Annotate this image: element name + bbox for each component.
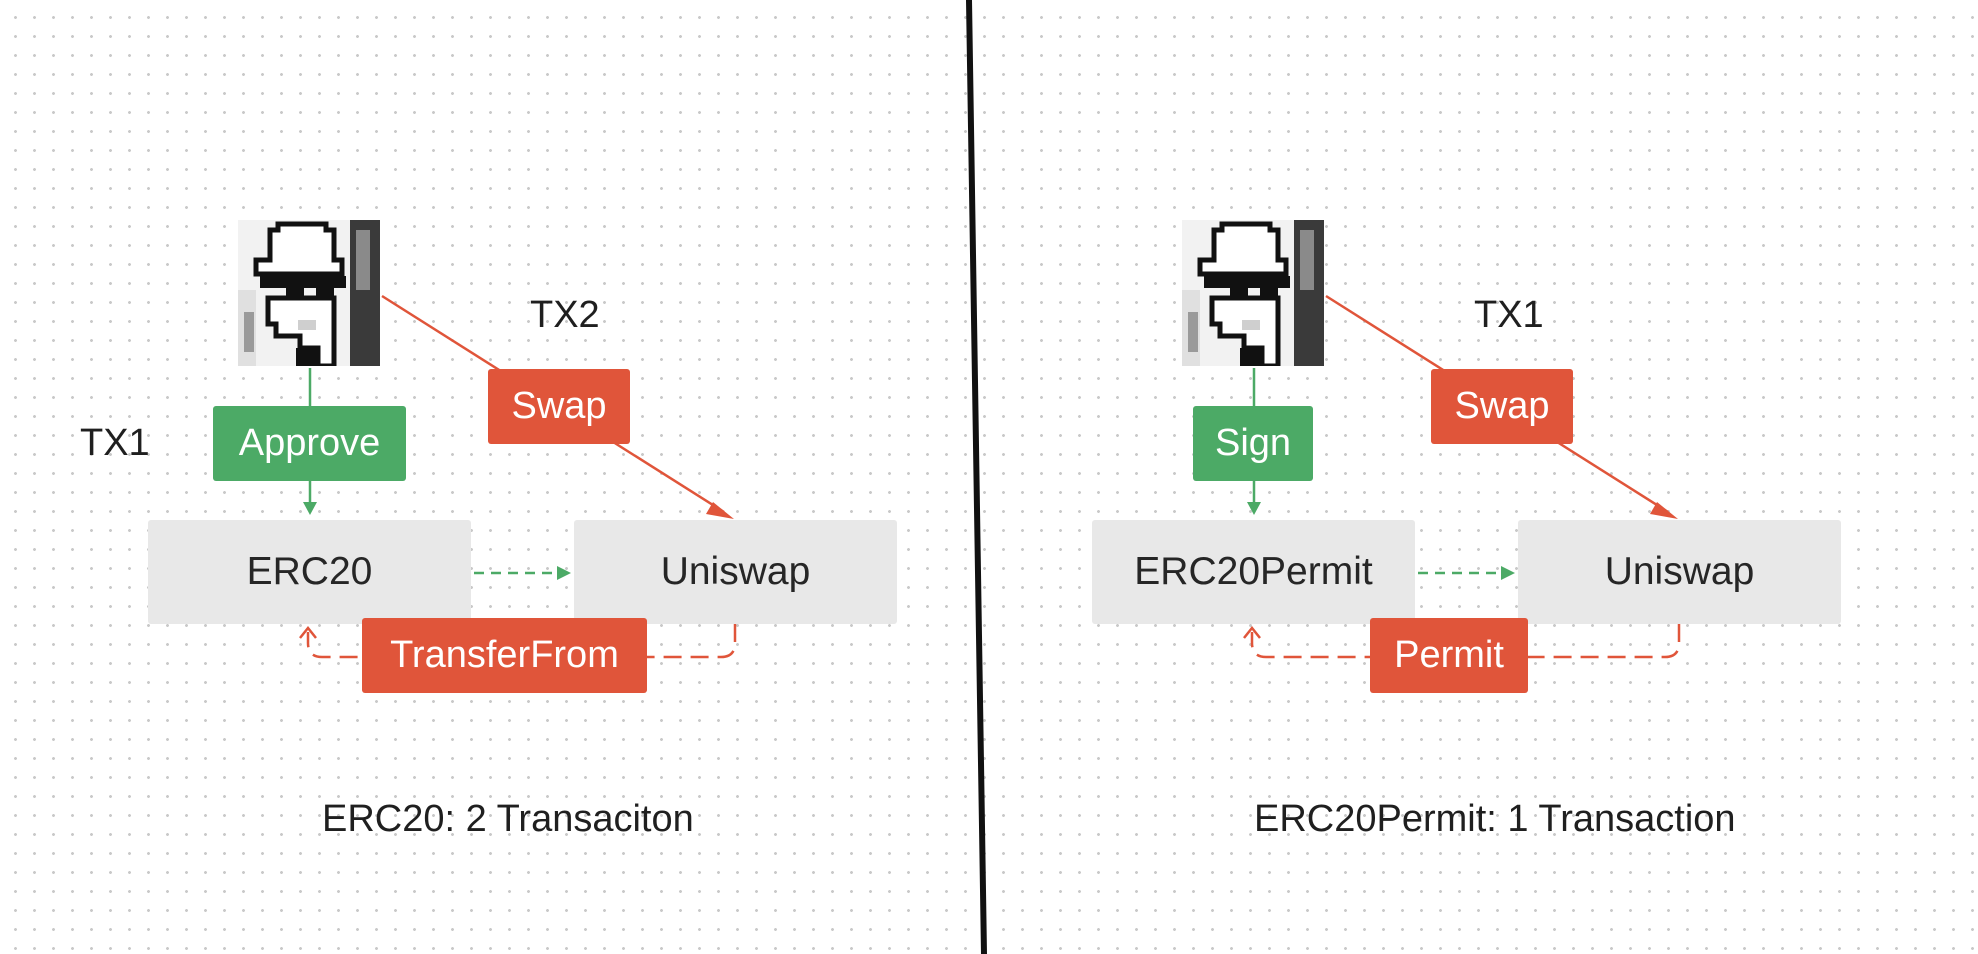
tx-side-label: TX1 [80,422,150,464]
right-caption: ERC20Permit: 1 Transaction [1254,798,1736,840]
swap-tag: Swap [488,369,630,444]
transferfrom-arrowhead [299,625,317,639]
swap-arrowhead [706,502,734,519]
pixel-avatar-icon [238,220,380,366]
tx-top-label: TX2 [530,294,600,336]
token-transfer-arrowhead [1501,566,1515,580]
tx-top-label: TX1 [1474,294,1544,336]
user-avatar [1182,220,1324,366]
erc20permit-diagram: TX1 Sign Swap ERC20Permit Uniswap Permit… [940,0,1920,954]
permit-arrowhead [1243,625,1261,639]
sign-arrowhead [1247,502,1261,515]
erc20permit-node: ERC20Permit [1092,520,1415,624]
pixel-avatar-icon [1182,220,1324,366]
uniswap-node: Uniswap [574,520,897,624]
token-transfer-arrowhead [557,566,571,580]
approve-arrowhead [303,502,317,515]
approve-tag: Approve [213,406,406,481]
sign-tag: Sign [1193,406,1313,481]
permit-tag: Permit [1370,618,1528,693]
swap-tag: Swap [1431,369,1573,444]
erc20-diagram: TX2 TX1 Approve Swap ERC20 Uniswap Trans… [0,0,980,954]
uniswap-node: Uniswap [1518,520,1841,624]
user-avatar [238,220,380,366]
erc20-node: ERC20 [148,520,471,624]
transferfrom-tag: TransferFrom [362,618,647,693]
left-caption: ERC20: 2 Transaciton [322,798,694,840]
swap-arrowhead [1650,502,1678,519]
